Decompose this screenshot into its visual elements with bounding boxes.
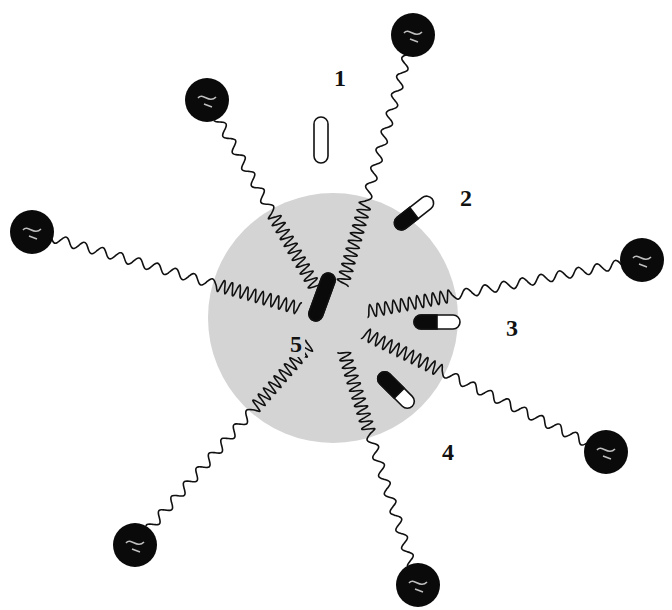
head-highlight [198,96,216,107]
hydrophilic-head [10,210,54,254]
capsule-body [307,271,337,323]
head-ball [620,238,664,282]
callout-number: 2 [457,185,475,211]
callout-number: 1 [331,65,349,91]
head-highlight [23,228,41,239]
polymer-chain [214,121,321,288]
polymer-chain [338,352,414,566]
capsule-body [375,369,417,411]
hydrophilic-head [396,563,440,607]
callout-number: 5 [287,331,305,357]
guest-molecule [375,369,417,411]
head-highlight [409,581,427,592]
head-highlight [597,448,615,459]
head-ball [584,430,628,474]
polymer-chain [146,340,313,527]
polymer-chain [52,237,302,314]
head-highlight [126,541,144,552]
capsule-body [392,193,437,232]
guest-molecule [314,117,328,163]
polymer-chain [361,329,587,445]
hydrophilic-head [391,13,435,57]
callout-number: 3 [503,315,521,341]
head-ball [391,13,435,57]
head-ball [10,210,54,254]
hydrophilic-head [620,238,664,282]
head-ball [113,523,157,567]
callout-number: 4 [439,439,457,465]
guest-molecule [414,315,460,329]
guest-molecule [307,271,337,323]
polymer-chain [368,260,622,317]
guest-molecule [392,193,437,232]
head-ball [185,78,229,122]
head-highlight [633,256,651,267]
capsule-body [414,315,460,329]
hydrophilic-head [113,523,157,567]
hydrophilic-head [185,78,229,122]
capsule-body [314,117,328,163]
capsule-hydrophobic-end [392,207,419,232]
capsule-hydrophobic-end [307,271,337,323]
micelle-core [208,193,458,443]
capsule-hydrophobic-end [414,315,437,329]
capsule-hydrophobic-end [375,369,404,398]
head-highlight [404,31,422,42]
head-ball [396,563,440,607]
hydrophilic-head [584,430,628,474]
